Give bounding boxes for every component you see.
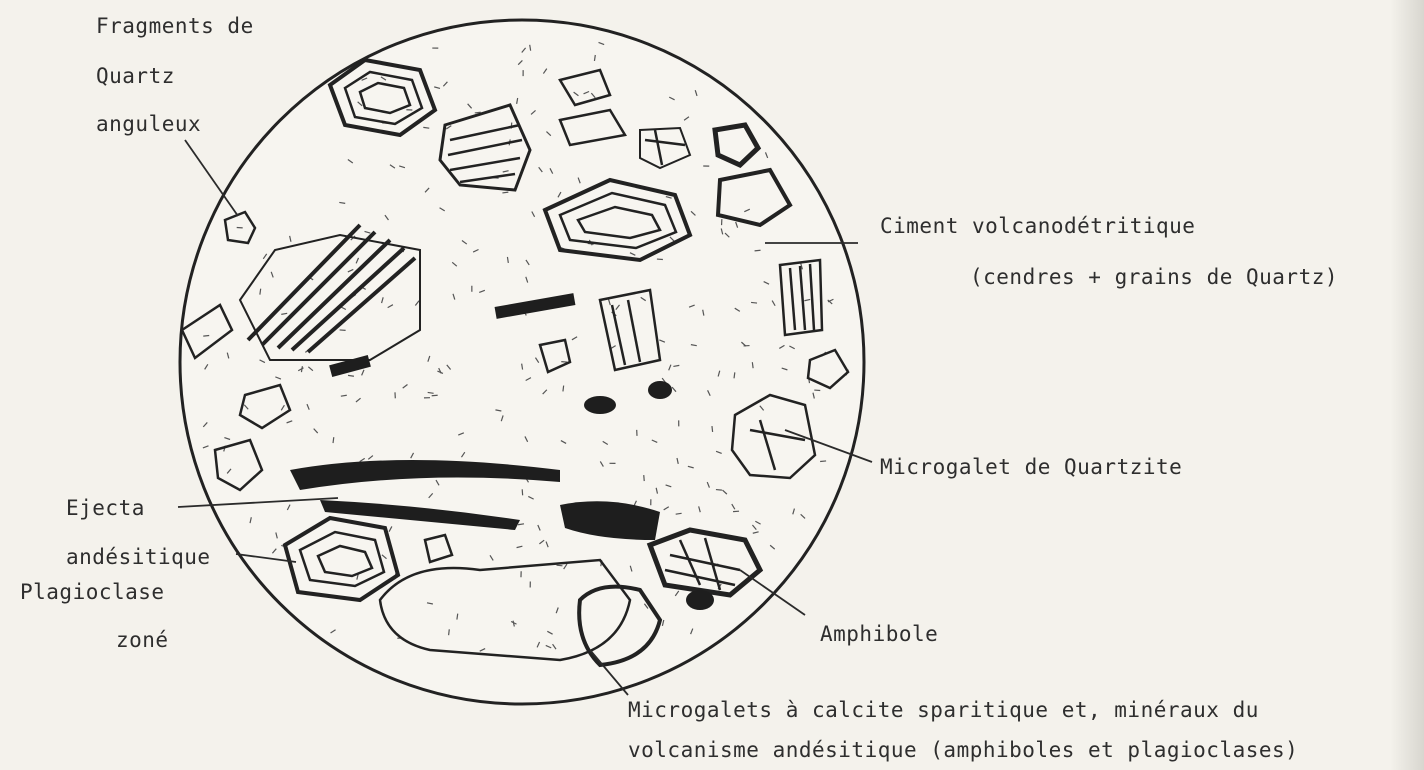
cement-speck (716, 490, 722, 491)
cement-speck (457, 614, 458, 620)
cement-speck (712, 426, 713, 432)
cement-speck (203, 335, 209, 336)
label-cement-detail: (cendres + grains de Quartz) (970, 265, 1338, 289)
label-microgalets-line2: volcanisme andésitique (amphiboles et pl… (628, 738, 1298, 762)
cement-speck (755, 250, 761, 251)
cement-speck (752, 362, 753, 368)
label-quartz-fragments-line2: Quartz (96, 64, 175, 88)
cement-speck (432, 395, 438, 396)
label-quartz-fragments-line1: Fragments de (96, 14, 254, 38)
label-ejecta-line2: andésitique (66, 545, 211, 569)
label-plagioclase-line1: Plagioclase (20, 580, 165, 604)
page-edge-shadow (1390, 0, 1424, 770)
label-microgalets-line1: Microgalets à calcite sparitique et, min… (628, 698, 1259, 722)
label-quartz-fragments-line3: anguleux (96, 112, 201, 136)
leader-quartz (185, 140, 238, 216)
cement-speck (502, 192, 508, 193)
cement-speck (751, 302, 757, 303)
label-ejecta-line1: Ejecta (66, 496, 145, 520)
cement-speck (557, 565, 563, 566)
label-quartzite: Microgalet de Quartzite (880, 455, 1182, 479)
cement-speck (563, 386, 564, 392)
label-amphibole: Amphibole (820, 622, 938, 646)
cement-speck (820, 461, 826, 462)
microscope-field (180, 20, 864, 704)
cement-speck (449, 629, 450, 635)
cement-speck (333, 437, 334, 443)
cement-speck (423, 127, 429, 128)
cement-speck (734, 372, 735, 378)
cement-speck (676, 513, 682, 514)
cement-speck (260, 289, 261, 295)
label-plagioclase-line2: zoné (116, 628, 169, 652)
label-cement: Ciment volcanodétritique (880, 214, 1195, 238)
cement-speck (594, 55, 595, 61)
